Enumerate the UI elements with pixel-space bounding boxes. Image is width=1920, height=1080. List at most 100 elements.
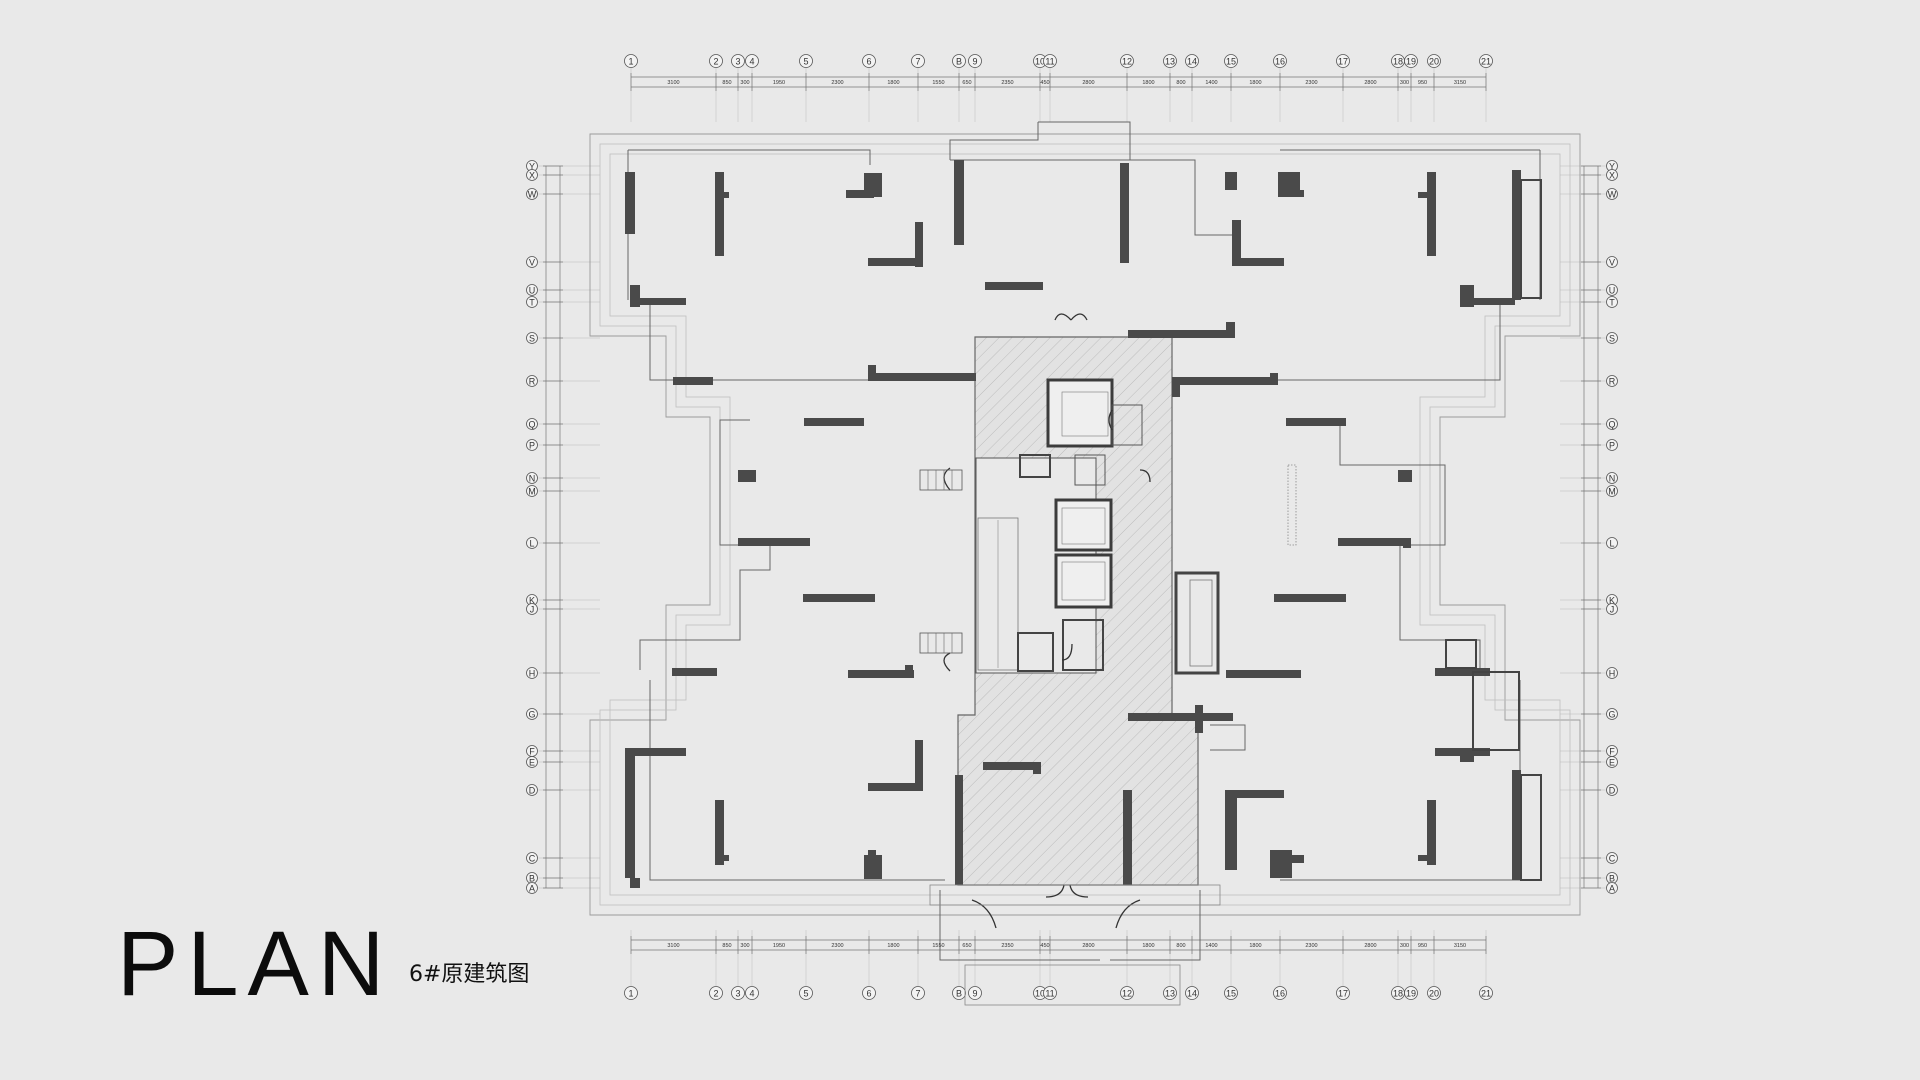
axis-label-row-R: R bbox=[1609, 377, 1616, 387]
axis-bubble-col-17: 17 bbox=[1336, 54, 1350, 68]
axis-label-col-21: 21 bbox=[1481, 989, 1491, 999]
dimension-label: 300 bbox=[740, 80, 749, 86]
dimension-label: 2350 bbox=[1001, 80, 1013, 86]
axis-label-row-U: U bbox=[1609, 286, 1616, 296]
axis-bubble-col-5: 5 bbox=[799, 986, 813, 1000]
axis-label-row-Q: Q bbox=[528, 420, 535, 430]
dimension-label: 1950 bbox=[773, 943, 785, 949]
axis-bubble-row-X: X bbox=[526, 169, 538, 181]
page-title: PLAN bbox=[117, 913, 394, 1015]
dimension-label: 3150 bbox=[1454, 943, 1466, 949]
axis-bubble-row-D: D bbox=[526, 784, 538, 796]
axis-bubble-col-6: 6 bbox=[862, 986, 876, 1000]
axis-label-row-W: W bbox=[528, 190, 537, 200]
axis-label-row-G: G bbox=[1608, 710, 1615, 720]
dimension-label: 2300 bbox=[831, 80, 843, 86]
axis-label-col-20: 20 bbox=[1429, 57, 1439, 67]
axis-label-row-G: G bbox=[528, 710, 535, 720]
axis-bubble-col-B: B bbox=[952, 986, 966, 1000]
axis-label-col-17: 17 bbox=[1338, 57, 1348, 67]
elevator-shaft-2 bbox=[1054, 498, 1113, 552]
axis-label-col-16: 16 bbox=[1275, 57, 1285, 67]
dimension-label: 850 bbox=[722, 943, 731, 949]
axis-bubble-row-J: J bbox=[1606, 603, 1618, 615]
axis-bubble-col-16: 16 bbox=[1273, 986, 1287, 1000]
axis-label-row-W: W bbox=[1608, 190, 1617, 200]
axis-label-col-6: 6 bbox=[866, 57, 871, 67]
axis-bubble-col-13: 13 bbox=[1163, 986, 1177, 1000]
axis-label-col-20: 20 bbox=[1429, 989, 1439, 999]
dimension-label: 1800 bbox=[887, 943, 899, 949]
axis-label-col-12: 12 bbox=[1122, 57, 1132, 67]
axis-label-col-1: 1 bbox=[628, 57, 633, 67]
axis-bubble-row-F: F bbox=[526, 745, 538, 757]
axis-label-row-F: F bbox=[529, 747, 535, 757]
axis-label-col-16: 16 bbox=[1275, 989, 1285, 999]
axis-label-col-19: 19 bbox=[1406, 989, 1416, 999]
axis-bubble-col-12: 12 bbox=[1120, 54, 1134, 68]
axis-label-col-10: 10 bbox=[1035, 57, 1045, 67]
axis-bubble-col-4: 4 bbox=[745, 54, 759, 68]
axis-label-row-K: K bbox=[1609, 596, 1615, 606]
axis-bubble-row-W: W bbox=[1606, 188, 1618, 200]
axis-label-col-14: 14 bbox=[1187, 57, 1197, 67]
axis-bubble-row-G: G bbox=[1606, 708, 1618, 720]
axis-label-row-A: A bbox=[529, 884, 535, 894]
axis-bubble-row-L: L bbox=[1606, 537, 1618, 549]
axis-bubble-col-14: 14 bbox=[1185, 54, 1199, 68]
axis-bubble-col-9: 9 bbox=[968, 54, 982, 68]
dimension-label: 2800 bbox=[1364, 943, 1376, 949]
axis-label-row-E: E bbox=[529, 758, 535, 768]
axis-bubble-col-B: B bbox=[952, 54, 966, 68]
axis-bubble-col-11: 11 bbox=[1043, 54, 1057, 68]
axis-bubble-row-C: C bbox=[1606, 852, 1618, 864]
axis-label-col-7: 7 bbox=[915, 57, 920, 67]
axis-bubble-row-U: U bbox=[1606, 284, 1618, 296]
dimension-label: 2800 bbox=[1364, 80, 1376, 86]
axis-label-row-X: X bbox=[1609, 171, 1615, 181]
axis-bubble-row-V: V bbox=[526, 256, 538, 268]
axis-label-col-5: 5 bbox=[803, 989, 808, 999]
axis-bubble-col-12: 12 bbox=[1120, 986, 1134, 1000]
axis-label-row-Y: Y bbox=[529, 162, 535, 172]
axis-bubble-row-E: E bbox=[1606, 756, 1618, 768]
dimension-label: 2300 bbox=[831, 943, 843, 949]
dimension-label: 450 bbox=[1040, 943, 1049, 949]
axis-label-col-3: 3 bbox=[735, 989, 740, 999]
elevator-shaft-3 bbox=[1054, 553, 1113, 609]
axis-bubble-col-20: 20 bbox=[1427, 986, 1441, 1000]
axis-bubble-col-9: 9 bbox=[968, 986, 982, 1000]
dimension-label: 800 bbox=[1176, 80, 1185, 86]
axis-bubble-col-14: 14 bbox=[1185, 986, 1199, 1000]
elevator-shafts bbox=[1017, 378, 1143, 672]
elevator-shaft-1 bbox=[1046, 378, 1114, 448]
axis-bubble-row-T: T bbox=[1606, 296, 1618, 308]
axis-bubble-row-F: F bbox=[1606, 745, 1618, 757]
stair-upper bbox=[919, 469, 963, 491]
dimension-label: 650 bbox=[962, 80, 971, 86]
axis-bubble-row-D: D bbox=[1606, 784, 1618, 796]
dimension-label: 950 bbox=[1418, 80, 1427, 86]
dimension-label: 950 bbox=[1418, 943, 1427, 949]
axis-label-row-T: T bbox=[1609, 298, 1615, 308]
dimension-label: 850 bbox=[722, 80, 731, 86]
axis-bubble-row-H: H bbox=[526, 667, 538, 679]
axis-bubble-row-P: P bbox=[1606, 439, 1618, 451]
dimension-label: 1400 bbox=[1205, 80, 1217, 86]
axis-label-col-17: 17 bbox=[1338, 989, 1348, 999]
axis-bubble-row-E: E bbox=[526, 756, 538, 768]
axis-label-col-7: 7 bbox=[915, 989, 920, 999]
dimension-label: 2300 bbox=[1305, 80, 1317, 86]
axis-label-row-B: B bbox=[529, 874, 535, 884]
dimension-label: 2800 bbox=[1082, 80, 1094, 86]
axis-label-row-C: C bbox=[529, 854, 536, 864]
axis-bubble-row-U: U bbox=[526, 284, 538, 296]
dimension-label: 2300 bbox=[1305, 943, 1317, 949]
axis-label-col-21: 21 bbox=[1481, 57, 1491, 67]
axis-label-row-F: F bbox=[1609, 747, 1615, 757]
axis-bubble-row-W: W bbox=[526, 188, 538, 200]
dimension-label: 650 bbox=[962, 943, 971, 949]
axis-label-row-V: V bbox=[1609, 258, 1615, 268]
axis-label-row-S: S bbox=[1609, 334, 1615, 344]
axis-label-col-11: 11 bbox=[1045, 989, 1054, 999]
